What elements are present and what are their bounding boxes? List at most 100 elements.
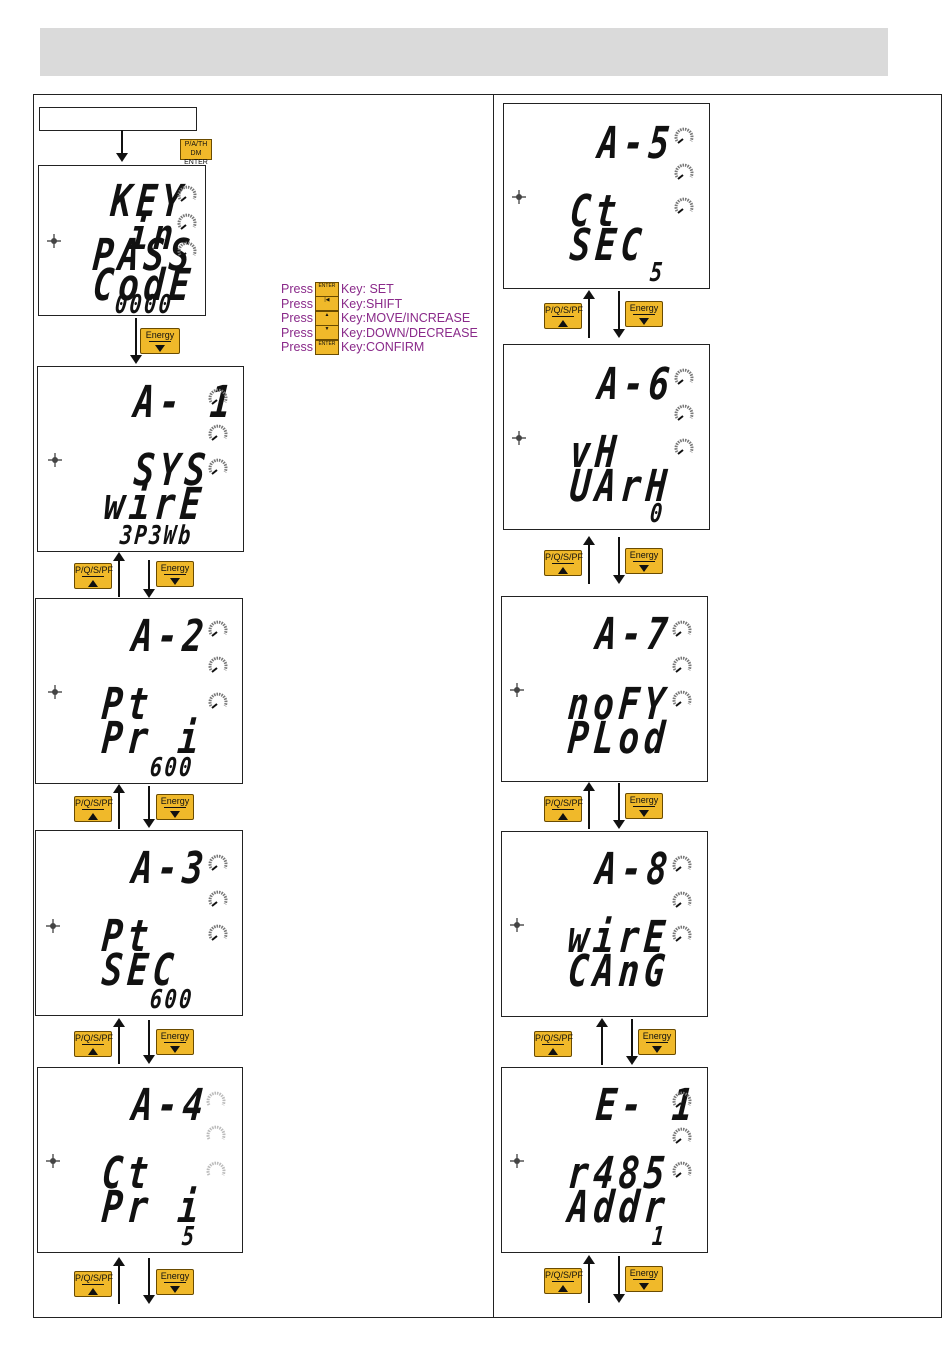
energy-key-label: Energy [160, 563, 190, 573]
lcd-value: 1 [650, 1222, 668, 1252]
energy-key[interactable]: Energy [625, 548, 663, 574]
lcd-screen-a3: A-3 Pt SEC 600 [35, 830, 243, 1016]
lcd-line-2: SEC [567, 220, 649, 271]
enter-key[interactable]: P/A/TH DM ENTER [180, 139, 212, 166]
up-triangle-icon [558, 567, 568, 574]
crosshair-icon [46, 919, 60, 933]
energy-key[interactable]: Energy [156, 794, 194, 820]
energy-key-label: Energy [145, 330, 175, 340]
crosshair-icon [512, 431, 526, 445]
lcd-screen-a1: A- 1 SYS wirE 3P3Wb [37, 366, 244, 552]
arrow-up-icon [583, 290, 595, 338]
pqspf-key[interactable]: P/Q/S/PF [544, 550, 583, 576]
energy-key[interactable]: Energy [140, 328, 180, 354]
lcd-menu-id: A-7 [593, 609, 675, 660]
load-gauge-icon [208, 424, 228, 441]
energy-key[interactable]: Energy [625, 793, 663, 819]
legend-action: Key:MOVE/INCREASE [340, 311, 471, 326]
pqspf-key[interactable]: P/Q/S/PF [544, 1268, 584, 1294]
lcd-value: 600 [148, 985, 195, 1015]
load-gauge-icon [208, 692, 228, 709]
pqspf-key[interactable]: P/Q/S/PF [74, 563, 113, 589]
arrow-down-icon [143, 560, 155, 598]
down-triangle-icon [170, 811, 180, 818]
arrow-up-icon [596, 1018, 608, 1065]
lcd-value: 0000 [113, 290, 175, 316]
pqspf-key[interactable]: P/Q/S/PF [74, 1031, 114, 1057]
legend-press: Press [281, 325, 313, 340]
lcd-menu-id: A-5 [595, 118, 677, 169]
down-triangle-icon [170, 1286, 180, 1293]
arrow-up-icon [113, 784, 125, 829]
crosshair-icon [46, 1154, 60, 1168]
load-gauge-icon [208, 458, 228, 475]
pqspf-key[interactable]: P/Q/S/PF [544, 796, 583, 822]
lcd-line-2: CAnG [565, 946, 672, 997]
arrow-down-icon [613, 783, 625, 829]
load-gauge-icon [672, 620, 692, 637]
lcd-screen-a4: A-4 Ct Pr i 5 [37, 1067, 243, 1253]
lcd-menu-id: A-6 [595, 359, 677, 410]
down-triangle-icon [639, 810, 649, 817]
load-gauge-icon [206, 1125, 226, 1140]
lcd-screen-a6: A-6 vH UArH 0 [503, 344, 710, 530]
down-triangle-icon [170, 578, 180, 585]
load-gauge-icon [674, 368, 694, 385]
lcd-password-screen: KEY in PASS CodE 0000 [38, 165, 206, 316]
pqspf-key-label: P/Q/S/PF [545, 305, 584, 315]
load-gauge-icon [177, 213, 197, 230]
legend-action: Key:SHIFT [340, 296, 403, 311]
up-triangle-icon [88, 813, 98, 820]
load-gauge-icon [206, 1091, 226, 1106]
diagram-frame [33, 94, 942, 1318]
legend-row: Press|◀Key:SHIFT [281, 296, 478, 312]
energy-key-label: Energy [629, 550, 659, 560]
legend-action: Key:CONFIRM [340, 340, 425, 355]
enter-key-bottom: ENTER [184, 159, 208, 166]
load-gauge-icon [672, 925, 692, 942]
crosshair-icon [510, 1154, 524, 1168]
pqspf-key[interactable]: P/Q/S/PF [74, 1271, 113, 1297]
pqspf-key-label: P/Q/S/PF [75, 1033, 114, 1043]
energy-key[interactable]: Energy [156, 1269, 194, 1295]
enter-key-top: P/A/TH DM [184, 141, 208, 157]
arrow-down-icon [613, 1256, 625, 1303]
energy-key[interactable]: Energy [156, 561, 194, 587]
crosshair-icon [510, 683, 524, 697]
pqspf-key[interactable]: P/Q/S/PF [534, 1031, 574, 1057]
arrow-down-icon [130, 318, 142, 364]
arrow-up-icon [583, 1255, 595, 1303]
load-gauge-icon [206, 1161, 226, 1176]
arrow-up-icon [113, 1257, 125, 1304]
load-gauge-icon [674, 404, 694, 421]
crosshair-icon [512, 190, 526, 204]
up-triangle-icon [88, 1048, 98, 1055]
pqspf-key-label: P/Q/S/PF [535, 1033, 574, 1043]
arrow-up-icon [113, 1018, 125, 1064]
load-gauge-icon [208, 620, 228, 637]
pqspf-key[interactable]: P/Q/S/PF [544, 303, 584, 329]
up-triangle-icon [558, 1285, 568, 1292]
pqspf-key[interactable]: P/Q/S/PF [74, 796, 113, 822]
energy-key[interactable]: Energy [625, 301, 663, 327]
start-box [39, 107, 197, 131]
lcd-value: 600 [148, 753, 195, 783]
arrow-up-icon [113, 552, 125, 597]
legend-press: Press [281, 340, 313, 355]
energy-key[interactable]: Energy [625, 1266, 663, 1292]
header-bar [40, 28, 888, 76]
legend-action: Key: SET [340, 282, 394, 297]
energy-key-label: Energy [629, 303, 659, 313]
legend-press: Press [281, 282, 313, 297]
load-gauge-icon [674, 163, 694, 180]
energy-key[interactable]: Energy [638, 1029, 676, 1055]
down-triangle-icon [639, 318, 649, 325]
pqspf-key-label: P/Q/S/PF [545, 1270, 584, 1280]
arrow-down-icon [613, 291, 625, 338]
load-gauge-icon [208, 924, 228, 941]
load-gauge-icon [672, 656, 692, 673]
energy-key[interactable]: Energy [156, 1029, 194, 1055]
